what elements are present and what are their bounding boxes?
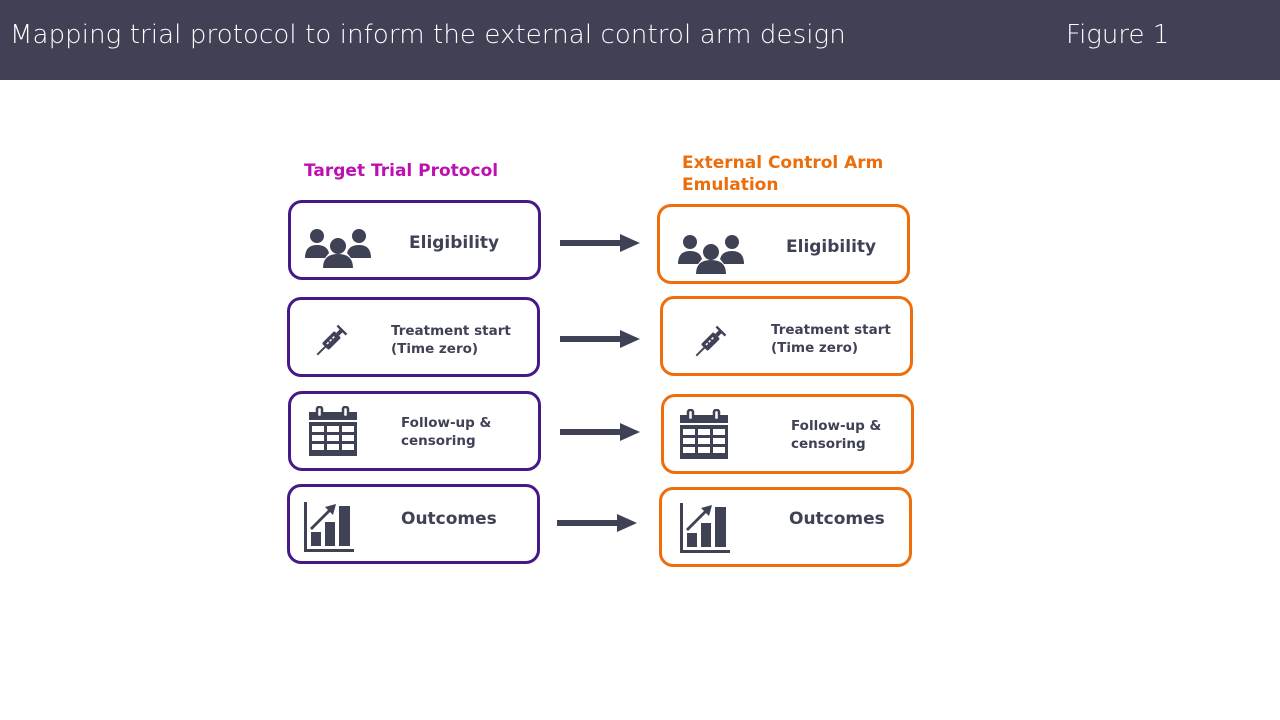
target-followup-box: Follow-up & censoring (288, 391, 541, 471)
external-followup-line2: censoring (791, 436, 866, 452)
people-group-icon (676, 227, 746, 279)
bar-chart-growth-icon (670, 500, 740, 556)
bar-chart-growth-icon (294, 499, 364, 555)
header-bar: Mapping trial protocol to inform the ext… (0, 0, 1280, 80)
external-treatment-label: Treatment start (Time zero) (771, 321, 891, 357)
external-control-heading: External Control Arm Emulation (682, 153, 884, 195)
arrow-followup (560, 421, 642, 443)
target-outcomes-box: Outcomes (287, 484, 540, 564)
target-outcomes-label: Outcomes (401, 509, 497, 529)
external-followup-label: Follow-up & censoring (791, 417, 881, 453)
target-treatment-line2: (Time zero) (391, 341, 479, 357)
external-followup-box: Follow-up & censoring (661, 394, 914, 474)
calendar-icon (297, 406, 367, 458)
arrow-outcomes (557, 512, 639, 534)
external-eligibility-label: Eligibility (786, 237, 877, 257)
external-eligibility-box: Eligibility (657, 204, 910, 284)
external-treatment-line2: (Time zero) (771, 340, 859, 356)
external-followup-line1: Follow-up & (791, 418, 882, 434)
figure-label: Figure 1 (1066, 20, 1170, 50)
target-treatment-label: Treatment start (Time zero) (391, 322, 511, 358)
syringe-icon (683, 315, 739, 367)
target-followup-line1: Follow-up & (401, 415, 492, 431)
external-treatment-line1: Treatment start (771, 322, 891, 338)
page-title: Mapping trial protocol to inform the ext… (10, 20, 846, 50)
target-eligibility-label: Eligibility (409, 233, 500, 253)
syringe-icon (304, 314, 360, 366)
target-treatment-line1: Treatment start (391, 323, 511, 339)
people-group-icon (303, 221, 373, 273)
target-treatment-box: Treatment start (Time zero) (287, 297, 540, 377)
target-trial-heading: Target Trial Protocol (304, 161, 499, 181)
external-outcomes-label: Outcomes (789, 509, 885, 529)
target-followup-line2: censoring (401, 433, 476, 449)
target-eligibility-box: Eligibility (288, 200, 541, 280)
arrow-treatment (560, 328, 642, 350)
external-outcomes-box: Outcomes (659, 487, 912, 567)
arrow-eligibility (560, 232, 642, 254)
target-followup-label: Follow-up & censoring (401, 414, 491, 450)
calendar-icon (668, 409, 738, 461)
external-treatment-box: Treatment start (Time zero) (660, 296, 913, 376)
